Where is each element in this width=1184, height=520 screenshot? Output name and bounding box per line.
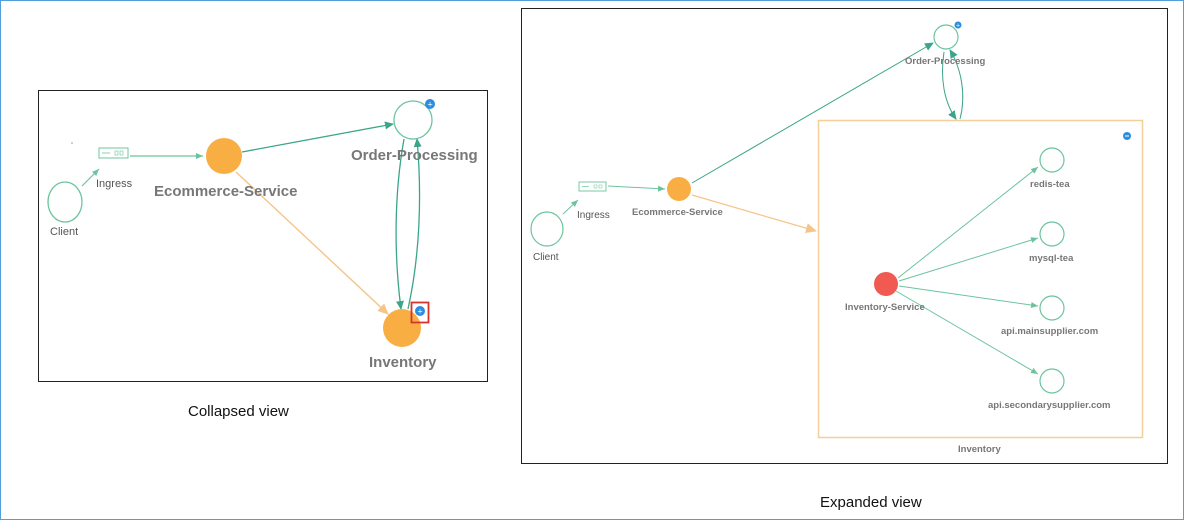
order-expand-icon-exp[interactable] — [954, 21, 962, 29]
inventory-group-box — [817, 119, 1144, 439]
edge-inventory-redis — [897, 166, 1039, 279]
inventory-label: Inventory — [369, 354, 437, 371]
expanded-panel — [521, 8, 1168, 464]
inventory-group-label: Inventory — [958, 444, 1001, 455]
expanded-view-caption: Expanded view — [820, 494, 922, 511]
inventory-collapse-minus — [1125, 135, 1129, 137]
edge-ecommerce-inventory — [235, 171, 389, 315]
inventory-service-label: Inventory-Service — [845, 302, 925, 313]
order-expand-plus: + — [427, 101, 433, 109]
inventory-expand-icon[interactable] — [415, 306, 425, 316]
highlight-box — [410, 301, 430, 324]
order-processing-node[interactable] — [393, 100, 433, 140]
edge-order-inventory — [395, 138, 405, 310]
client-node[interactable] — [47, 181, 83, 223]
edge-ingress-ecommerce-exp — [607, 185, 666, 192]
edge-inventory-secondarysupplier — [895, 290, 1039, 375]
mysql-tea-node[interactable] — [1039, 221, 1065, 247]
order-processing-label-exp: Order-Processing — [905, 56, 985, 67]
ecommerce-service-node[interactable] — [206, 138, 242, 174]
order-processing-label: Order-Processing — [351, 147, 478, 164]
ecommerce-service-label-exp: Ecommerce-Service — [632, 207, 723, 218]
ingress-icon-exp[interactable] — [578, 181, 607, 192]
client-label: Client — [50, 226, 78, 238]
mainsupplier-label: api.mainsupplier.com — [1001, 326, 1098, 337]
edge-inventory-mysql — [898, 237, 1039, 282]
edge-inventory-order-exp — [949, 49, 964, 120]
stray-dot — [71, 142, 73, 144]
order-expand-plus-exp: + — [956, 23, 961, 29]
inventory-service-node[interactable] — [874, 272, 898, 296]
mysql-tea-label: mysql-tea — [1029, 253, 1074, 264]
mainsupplier-node[interactable] — [1039, 295, 1065, 321]
expanded-view: Inventory Client Ingress Ecommerce-Servi… — [521, 8, 1168, 464]
ecommerce-service-node-exp[interactable] — [667, 177, 691, 201]
ingress-icon[interactable] — [98, 147, 129, 159]
ingress-label-exp: Ingress — [577, 210, 610, 221]
client-node-exp[interactable] — [530, 211, 564, 247]
secondarysupplier-label: api.secondarysupplier.com — [988, 400, 1111, 411]
redis-tea-node[interactable] — [1039, 147, 1065, 173]
collapsed-view-caption: Collapsed view — [188, 403, 289, 420]
edge-inventory-mainsupplier — [898, 285, 1039, 308]
edge-ecommerce-order — [241, 121, 394, 153]
inventory-node[interactable] — [383, 309, 421, 347]
redis-tea-label: redis-tea — [1030, 179, 1070, 190]
secondarysupplier-node[interactable] — [1039, 368, 1065, 394]
edge-client-ingress-exp — [562, 199, 579, 215]
collapsed-view: Client Ingress Ecommerce-Service + Order… — [38, 90, 488, 382]
edge-ecommerce-inventory-exp — [691, 194, 817, 234]
inventory-expand-plus: + — [417, 308, 423, 316]
order-expand-icon[interactable] — [425, 99, 435, 109]
ingress-label: Ingress — [96, 178, 133, 190]
edge-client-ingress — [81, 168, 100, 187]
edge-ecommerce-order-exp — [691, 42, 934, 184]
client-label-exp: Client — [533, 252, 559, 263]
edge-order-inventory-exp — [942, 51, 957, 120]
edge-inventory-order — [407, 138, 422, 310]
order-processing-node-exp[interactable] — [933, 24, 959, 50]
ecommerce-service-label: Ecommerce-Service — [154, 183, 297, 200]
